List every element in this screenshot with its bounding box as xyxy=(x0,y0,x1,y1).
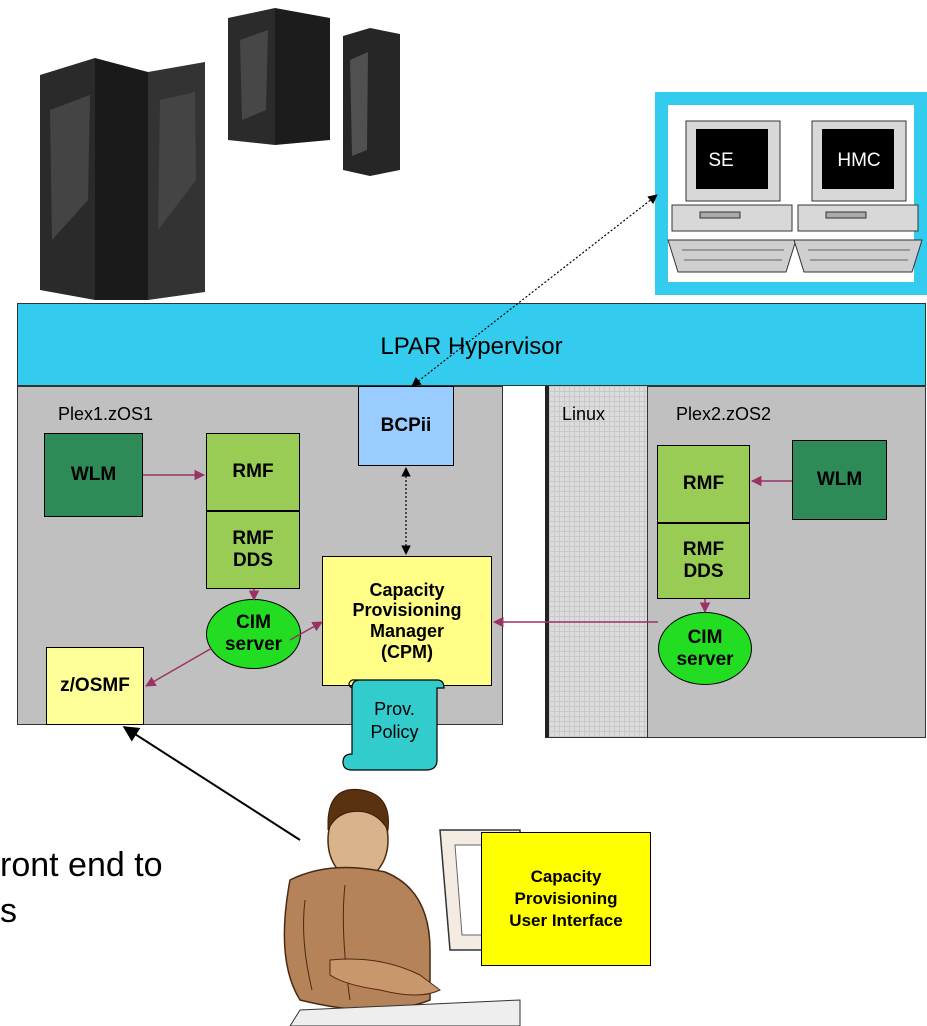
plex2-wlm-box: WLM xyxy=(792,440,887,520)
policy-line1: Prov. xyxy=(374,699,415,719)
cp-ui-line2: Provisioning xyxy=(514,888,618,908)
arrow-user-zosmf xyxy=(122,726,301,841)
plex1-rmf-dds-line2: DDS xyxy=(232,550,274,571)
lpar-hypervisor-label: LPAR Hypervisor xyxy=(380,333,563,360)
plex1-title: Plex1.zOS1 xyxy=(58,404,154,424)
cp-ui-line1: Capacity xyxy=(530,866,602,886)
console-panel xyxy=(655,92,927,295)
partial-text-line2: s xyxy=(0,892,17,930)
policy-line2: Policy xyxy=(370,721,419,742)
plex1-rmf-box: RMF xyxy=(206,433,300,511)
zosmf-box: z/OSMF xyxy=(46,647,144,725)
policy-label: Prov. Policy xyxy=(352,698,437,743)
cpm-box: Capacity Provisioning Manager (CPM) xyxy=(322,556,492,686)
cp-ui-line3: User Interface xyxy=(509,911,623,931)
se-label: SE xyxy=(698,150,744,174)
plex1-rmf-dds-line1: RMF xyxy=(232,528,274,550)
linux-label: Linux xyxy=(562,404,606,424)
plex2-cim-line1: CIM xyxy=(687,626,723,648)
plex2-cim-server: CIM server xyxy=(658,612,752,685)
bcpii-box: BCPii xyxy=(358,386,454,466)
plex1-cim-line2: server xyxy=(224,634,283,655)
console-panel-inner xyxy=(668,105,914,282)
cpm-line2: Provisioning xyxy=(352,600,462,621)
plex2-title: Plex2.zOS2 xyxy=(676,404,772,424)
plex2-rmf-dds-line2: DDS xyxy=(683,561,724,582)
plex2-rmf-box: RMF xyxy=(657,445,750,523)
cpm-line4: (CPM) xyxy=(381,641,433,662)
plex1-cim-line1: CIM xyxy=(236,612,271,634)
plex2-rmf-dds-line1: RMF xyxy=(682,539,725,561)
cpm-line1: Capacity xyxy=(369,579,445,600)
plex1-cim-server: CIM server xyxy=(206,599,301,669)
linux-lpar xyxy=(545,386,647,738)
plex1-rmf-dds-box: RMF DDS xyxy=(206,511,300,589)
cpm-line3: Manager xyxy=(369,621,445,641)
partial-text-line1: ront end to xyxy=(0,846,163,884)
cp-user-interface-box: Capacity Provisioning User Interface xyxy=(481,832,651,966)
hmc-label: HMC xyxy=(837,150,881,171)
plex2-cim-line2: server xyxy=(676,648,734,670)
plex1-wlm-box: WLM xyxy=(44,433,143,517)
partial-text: ront end to s xyxy=(0,842,163,934)
plex2-rmf-dds-box: RMF DDS xyxy=(657,523,750,599)
